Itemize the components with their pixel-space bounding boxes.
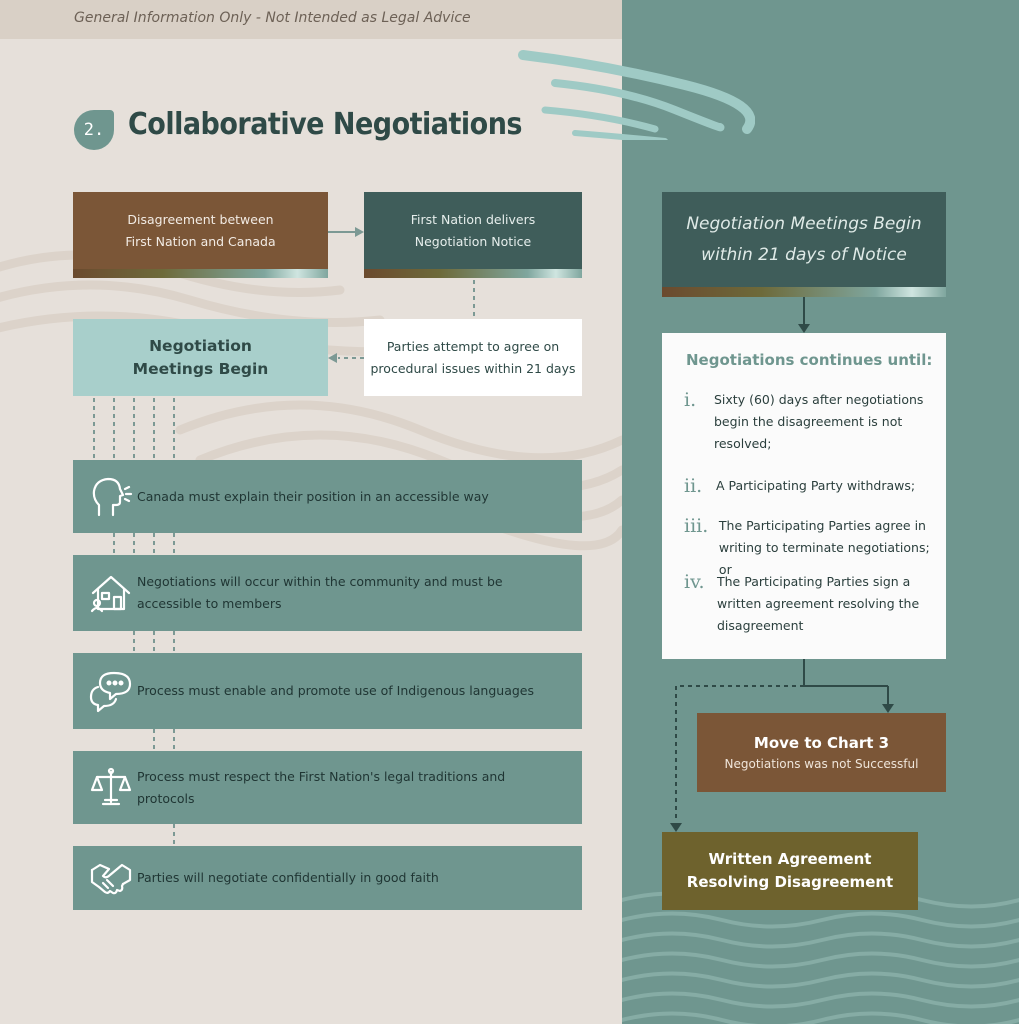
written-agreement-box: Written Agreement Resolving Disagreement	[662, 832, 918, 910]
principle-text: Negotiations will occur within the commu…	[137, 574, 503, 611]
condition-line: disagreement	[717, 618, 804, 633]
principle-row: Negotiations will occur within the commu…	[73, 555, 582, 631]
principle-row: Canada must explain their position in an…	[73, 460, 582, 533]
continues-title: Negotiations continues until:	[686, 351, 933, 369]
condition-line: Sixty (60) days after negotiations	[714, 392, 924, 407]
gradient-strip	[73, 269, 328, 278]
brushstroke-decoration	[518, 50, 755, 140]
principle-row: Parties will negotiate confidentially in…	[73, 846, 582, 910]
page-title: Collaborative Negotiations	[128, 107, 522, 142]
condition-numeral: ii.	[684, 475, 703, 497]
section-number-badge: 2.	[74, 110, 114, 150]
disclaimer-bar	[0, 0, 622, 39]
condition-line: writing to terminate negotiations; or	[718, 540, 930, 577]
condition-line: resolved;	[714, 436, 772, 451]
notice-line-1: First Nation delivers	[410, 211, 536, 227]
condition-numeral: iii.	[684, 515, 709, 537]
principle-row: Process must enable and promote use of I…	[73, 653, 582, 729]
disagreement-line-2: First Nation and Canada	[125, 233, 276, 249]
community-house-icon	[85, 571, 137, 615]
principle-text: Parties will negotiate confidentially in…	[137, 870, 439, 885]
disagreement-line-1: Disagreement between	[127, 211, 274, 227]
condition-numeral: i.	[684, 389, 697, 411]
condition-line: A Participating Party withdraws;	[716, 478, 916, 493]
principle-text: Process must respect the First Nation's …	[137, 768, 506, 806]
disagreement-box: Disagreement between First Nation and Ca…	[73, 192, 328, 278]
meetings-begin-line-2: Meetings Begin	[132, 359, 269, 378]
condition-item: iv. The Participating Parties sign a wri…	[684, 571, 919, 637]
principle-text: Process must enable and promote use of I…	[137, 683, 534, 698]
speaking-head-icon	[85, 475, 137, 519]
wave-pattern-decoration	[622, 891, 1019, 1024]
gradient-strip	[364, 269, 582, 278]
move-to-chart-3-box: Move to Chart 3 Negotiations was not Suc…	[697, 713, 946, 792]
principle-text: Canada must explain their position in an…	[137, 488, 489, 504]
condition-item: iii. The Participating Parties agree in …	[684, 515, 946, 581]
condition-line: written agreement resolving the	[717, 596, 920, 611]
written-line-1: Written Agreement	[708, 850, 872, 868]
move-title: Move to Chart 3	[753, 733, 890, 752]
disclaimer-text: General Information Only - Not Intended …	[74, 10, 471, 26]
condition-item: ii. A Participating Party withdraws;	[684, 475, 915, 497]
gradient-strip	[662, 287, 946, 297]
meetings-begin-line-1: Negotiation	[149, 336, 252, 355]
left-connectors	[93, 227, 475, 846]
negotiation-notice-box: First Nation delivers Negotiation Notice	[364, 192, 582, 278]
meetings-begin-box: Negotiation Meetings Begin	[73, 319, 328, 396]
procedural-line-2: procedural issues within 21 days	[370, 360, 576, 376]
notice-line-2: Negotiation Notice	[414, 233, 532, 249]
meetings-notice-line-2: within 21 days of Notice	[701, 244, 907, 265]
meetings-notice-line-1: Negotiation Meetings Begin	[686, 213, 922, 234]
handshake-icon	[85, 856, 137, 900]
meetings-within-21-days-box: Negotiation Meetings Begin within 21 day…	[662, 192, 946, 297]
condition-line: begin the disagreement is not	[714, 414, 903, 429]
procedural-line-1: Parties attempt to agree on	[386, 338, 560, 354]
scales-icon	[85, 766, 137, 810]
condition-line: The Participating Parties agree in	[718, 518, 926, 533]
right-connectors	[670, 297, 894, 832]
condition-line: The Participating Parties sign a	[717, 574, 911, 589]
principle-row: Process must respect the First Nation's …	[73, 751, 582, 824]
condition-numeral: iv.	[684, 571, 705, 593]
condition-item: i. Sixty (60) days after negotiations be…	[684, 389, 923, 455]
speech-bubbles-icon	[85, 669, 137, 713]
procedural-issues-box: Parties attempt to agree on procedural i…	[364, 319, 582, 396]
written-line-2: Resolving Disagreement	[686, 873, 894, 891]
move-subtitle: Negotiations was not Successful	[724, 756, 919, 771]
negotiations-continue-box: Negotiations continues until: i. Sixty (…	[662, 333, 946, 659]
